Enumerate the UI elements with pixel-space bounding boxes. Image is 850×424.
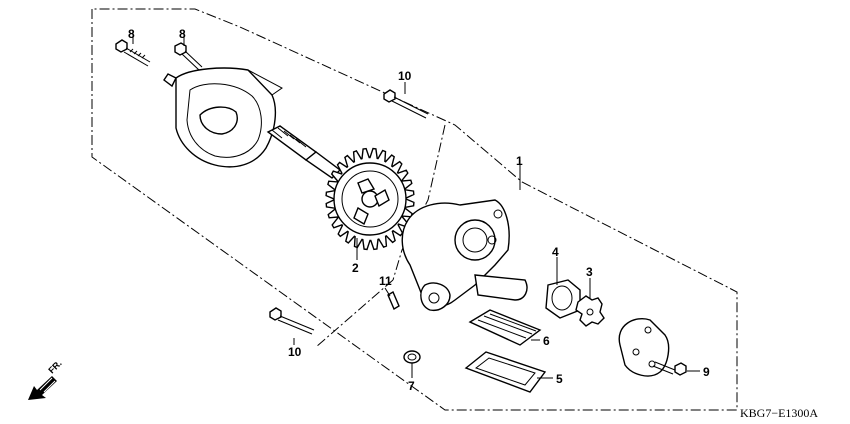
callout-8a: 8 (128, 27, 135, 41)
assembly-boundary (91, 8, 738, 411)
strainer-screen-part (468, 309, 542, 346)
front-direction-label: FR. (46, 358, 63, 375)
o-ring-part (403, 350, 421, 364)
leader-lines (132, 32, 700, 379)
outer-rotor-part (545, 279, 581, 319)
bolt-10a-part (383, 89, 429, 119)
driven-gear-part (325, 147, 415, 251)
bolt-8a-part (115, 39, 151, 67)
inner-rotor-part (575, 295, 605, 327)
callout-10b: 10 (288, 345, 302, 359)
callout-6: 6 (543, 334, 550, 348)
callout-labels: 8 8 10 1 2 11 4 3 6 10 7 5 9 (128, 27, 710, 393)
strainer-gasket-part (464, 351, 547, 393)
pump-body-part (401, 199, 528, 312)
callout-4: 4 (552, 245, 559, 259)
callout-8b: 8 (179, 27, 186, 41)
callout-1: 1 (516, 154, 523, 168)
callout-9: 9 (703, 365, 710, 379)
bolt-8b-part (174, 42, 203, 71)
pump-cover-part (163, 67, 283, 168)
callout-2: 2 (352, 261, 359, 275)
callout-7: 7 (408, 379, 415, 393)
bolt-9-part (652, 361, 687, 376)
callout-3: 3 (586, 265, 593, 279)
diagram-code: KBG7−E1300A (740, 406, 818, 420)
bolt-10b-part (269, 307, 315, 335)
dowel-pin-part (387, 290, 400, 311)
callout-10a: 10 (398, 69, 412, 83)
pump-shaft-part (266, 125, 342, 179)
callout-5: 5 (556, 372, 563, 386)
callout-11: 11 (379, 274, 392, 288)
front-direction-arrow-icon: FR. (28, 358, 64, 400)
end-cover-plate-part (618, 318, 670, 377)
